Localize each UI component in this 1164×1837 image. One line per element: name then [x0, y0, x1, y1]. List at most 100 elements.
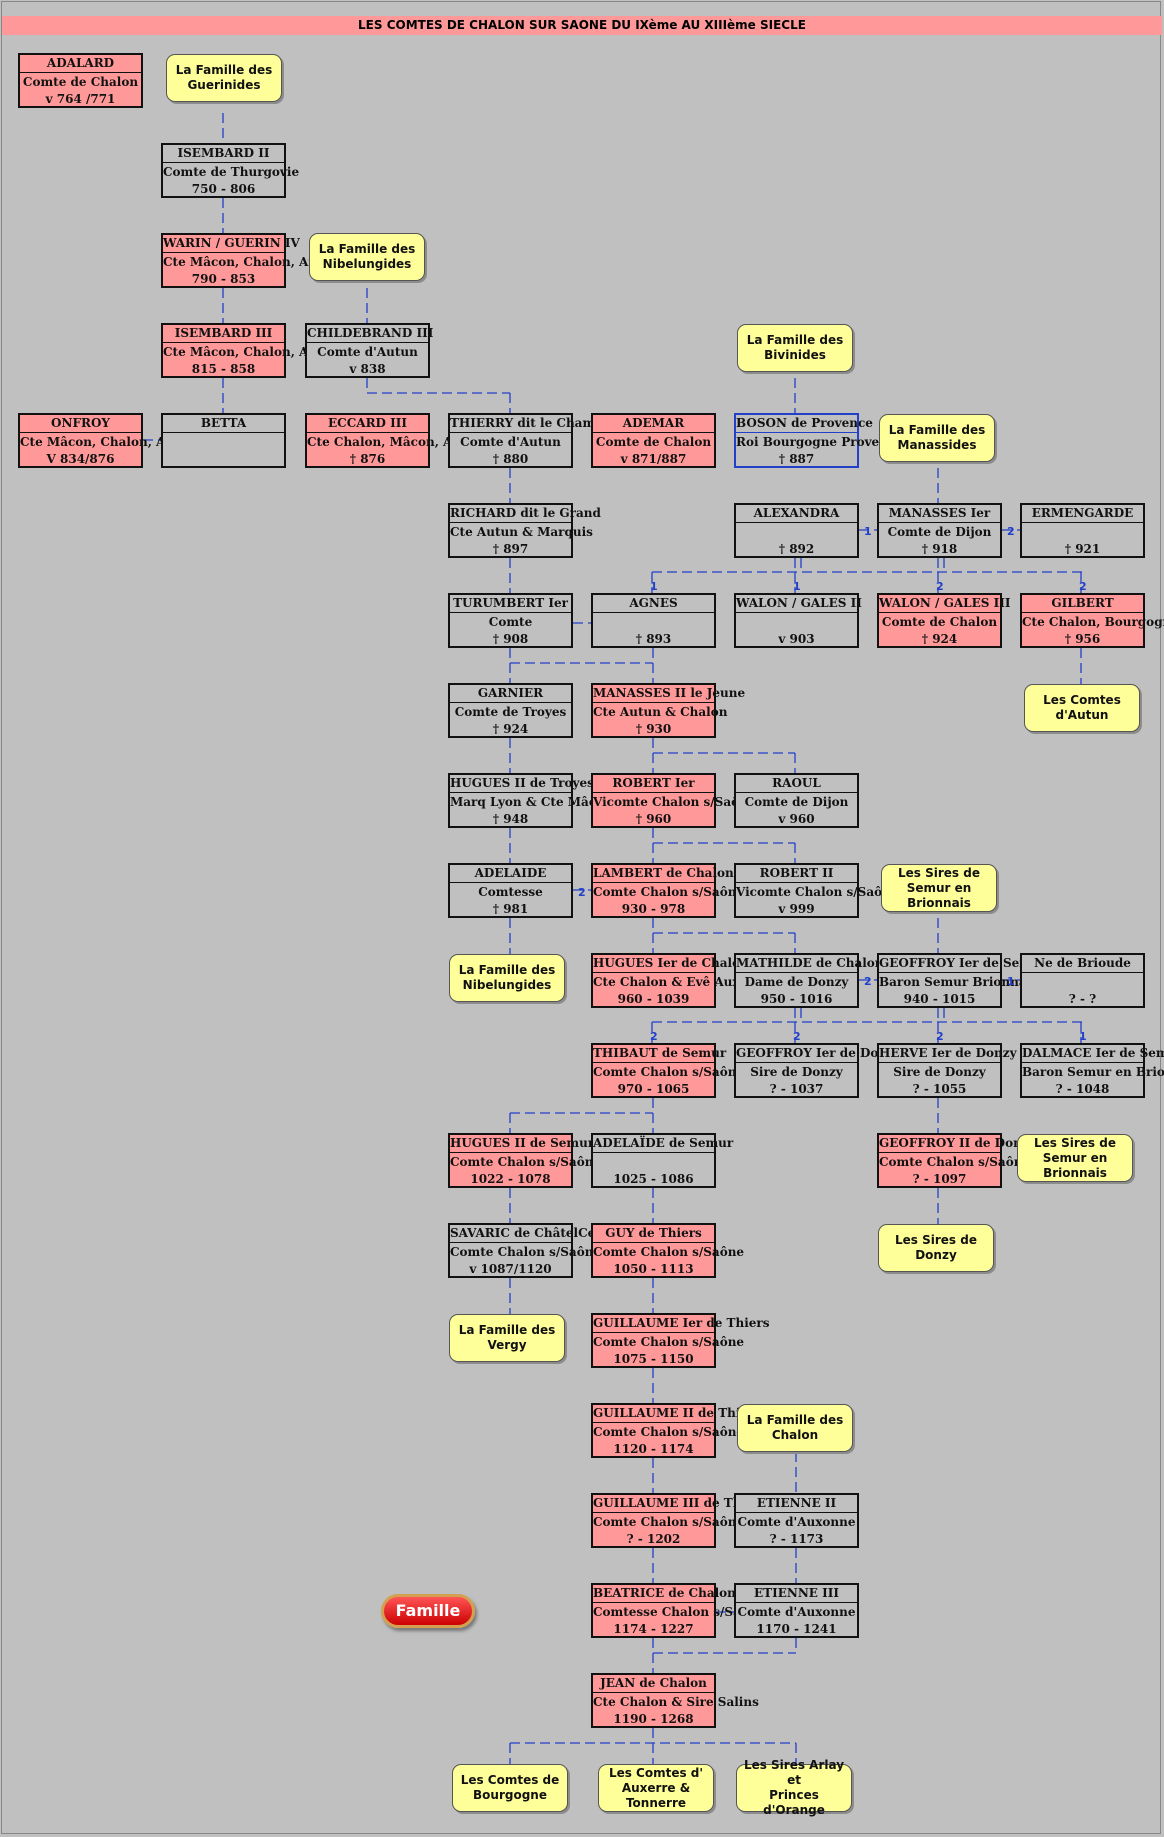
person-dates: † 876	[349, 452, 386, 466]
person-title: Comte Chalon s/Saône	[593, 885, 745, 899]
person-dates: ? - 1048	[1055, 1082, 1110, 1096]
person-dates: v 903	[778, 632, 815, 646]
famille-button[interactable]: Famille	[381, 1594, 475, 1628]
person-title: Baron Semur Brionnais	[879, 975, 1038, 989]
person-title: Vicomte Chalon s/Saône	[736, 885, 899, 899]
person-dates: v 838	[349, 362, 386, 376]
person-dates: v 871/887	[620, 452, 687, 466]
person-ne-de-brioude[interactable]: Ne de Brioude? - ?	[1020, 953, 1145, 1008]
person-name: LAMBERT de Chalon	[593, 865, 734, 883]
person-dates: ? - 1173	[769, 1532, 824, 1546]
person-title: Roi Bourgogne Provence	[736, 435, 903, 449]
marriage-order-number: 1	[793, 580, 801, 593]
family-link-comtes-auxerre[interactable]: Les Comtes d'Auxerre & Tonnerre	[598, 1764, 714, 1812]
person-name: CHILDEBRAND III	[307, 325, 433, 343]
person-agnes[interactable]: AGNES† 893	[591, 593, 716, 648]
person-name: ECCARD III	[307, 415, 428, 433]
person-name: GEOFFROY II de Donzy	[879, 1135, 1036, 1153]
person-dates: † 960	[635, 812, 672, 826]
person-name: MATHILDE de Chalon	[736, 955, 884, 973]
person-dates: 970 - 1065	[617, 1082, 690, 1096]
person-title: Comte d'Autun	[460, 435, 561, 449]
person-title: Comtesse	[478, 885, 543, 899]
person-title: Cte Autun & Chalon	[593, 705, 728, 719]
person-name: TURUMBERT Ier	[450, 595, 571, 613]
page-title: LES COMTES DE CHALON SUR SAONE DU IXème …	[2, 16, 1162, 35]
person-name: Ne de Brioude	[1022, 955, 1143, 973]
person-name: RAOUL	[736, 775, 857, 793]
person-dates: 1050 - 1113	[613, 1262, 694, 1276]
person-title: Comte d'Auxonne	[737, 1515, 856, 1529]
person-dates: † 948	[492, 812, 529, 826]
person-betta[interactable]: BETTA	[161, 413, 286, 468]
person-name: GEOFFROY Ier de Donzy	[736, 1045, 901, 1063]
person-alexandra[interactable]: ALEXANDRA† 892	[734, 503, 859, 558]
person-name: GUILLAUME II de Thiers	[593, 1405, 761, 1423]
family-link-label: Vergy	[487, 1338, 527, 1352]
person-name: WARIN / GUERIN IV	[163, 235, 300, 253]
person-name: HUGUES II de Semur	[450, 1135, 594, 1153]
person-title	[736, 523, 857, 541]
person-title: Vicomte Chalon s/Saône	[593, 795, 756, 809]
person-ermengarde[interactable]: ERMENGARDE† 921	[1020, 503, 1145, 558]
person-title	[736, 613, 857, 631]
person-name: BETTA	[163, 415, 284, 433]
